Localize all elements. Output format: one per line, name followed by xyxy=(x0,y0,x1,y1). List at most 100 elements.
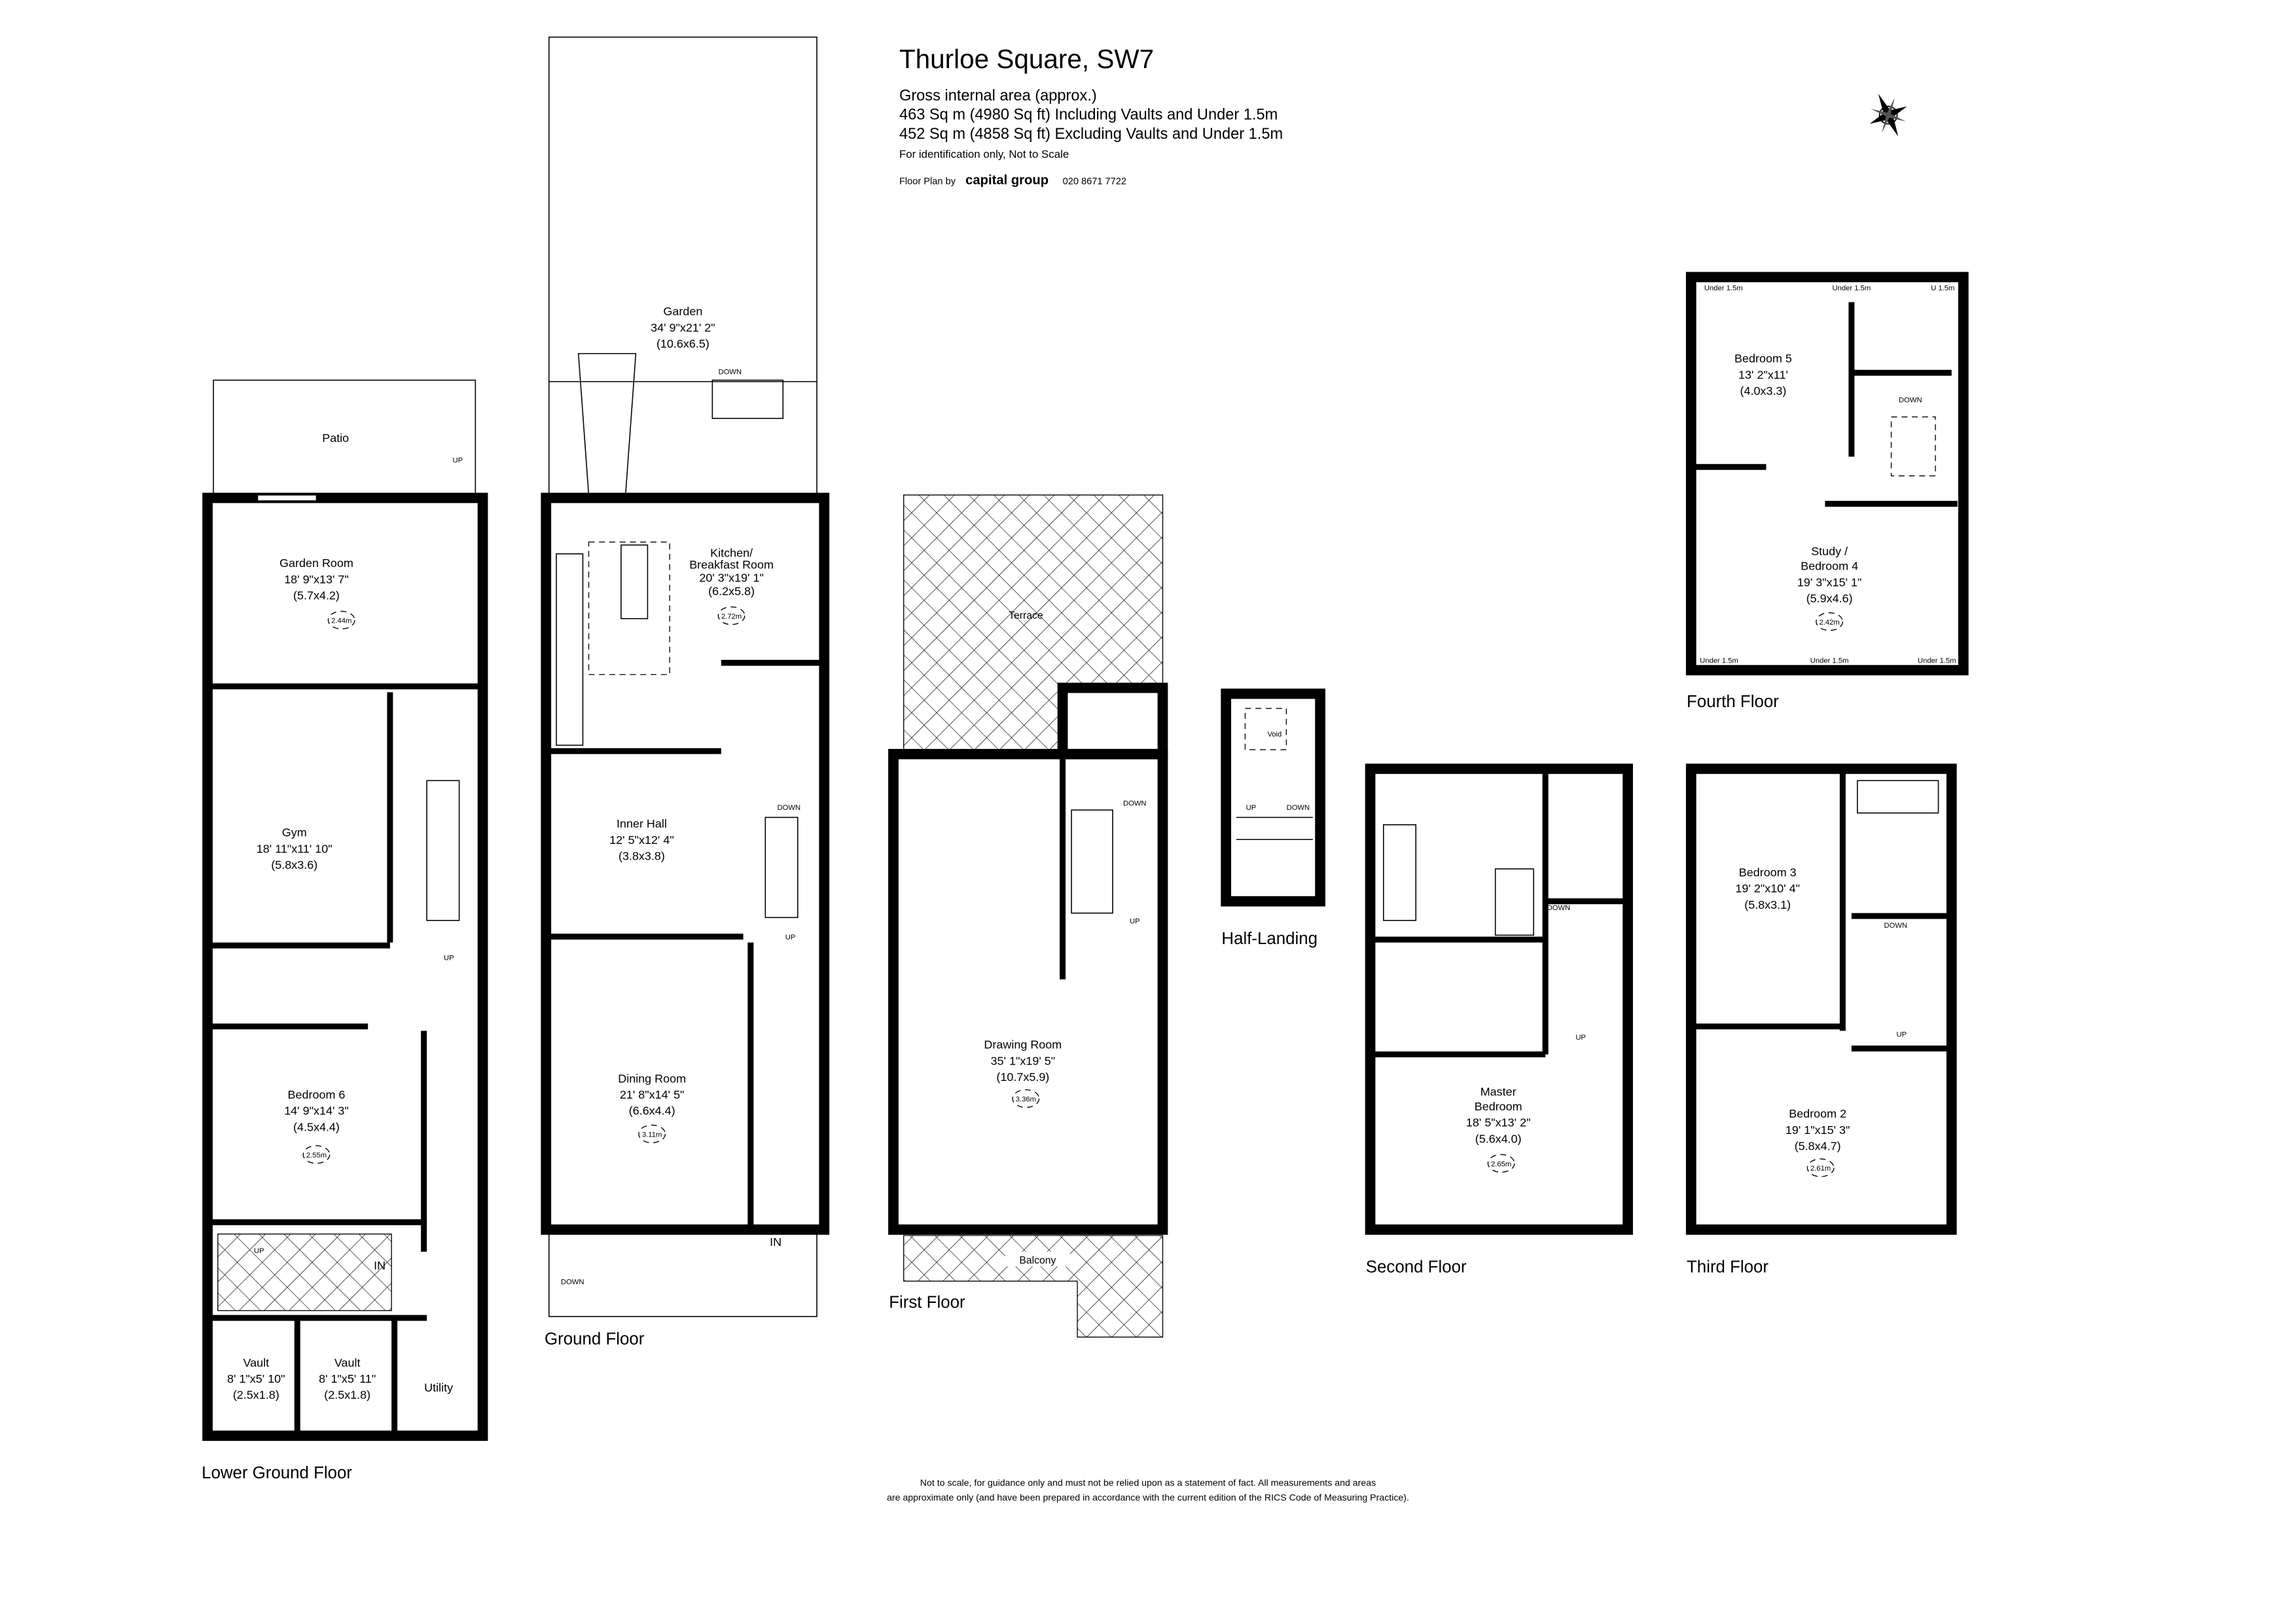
room-metric: (4.5x4.4) xyxy=(293,1120,340,1133)
under-height-label: Under 1.5m xyxy=(1918,657,1956,665)
stair-down-label: DOWN xyxy=(1287,804,1310,812)
room-metric: (2.5x1.8) xyxy=(233,1389,279,1402)
room-dimensions: 12' 5"x12' 4" xyxy=(609,833,674,847)
room-metric: (3.8x3.8) xyxy=(619,850,665,863)
room-dimensions: 21' 8"x14' 5" xyxy=(620,1088,685,1101)
floor-label: Half-Landing xyxy=(1221,930,1318,948)
phone-number: 020 8671 7722 xyxy=(1063,177,1127,187)
stair-up-label: UP xyxy=(1130,917,1140,925)
entrance-label: IN xyxy=(374,1259,386,1272)
room-name: Bedroom 3 xyxy=(1739,866,1797,879)
lower-ground-floor: Patio UP Garden Room 18' 9"x13' 7" (5.7x… xyxy=(202,379,488,1482)
room-dimensions: 8' 1"x5' 10" xyxy=(227,1372,285,1385)
room-dimensions: 14' 9"x14' 3" xyxy=(284,1104,349,1118)
stair-down-label: DOWN xyxy=(778,804,801,812)
stair-down-label: DOWN xyxy=(719,369,742,376)
area-heading: Gross internal area (approx.) xyxy=(899,87,1097,104)
under-height-label: Under 1.5m xyxy=(1700,657,1738,665)
fourth-floor: Under 1.5m Under 1.5m U 1.5m DOWN Bedroo… xyxy=(1685,272,1969,711)
entrance-label: IN xyxy=(770,1235,781,1249)
ground-floor: Garden 34' 9"x21' 2" (10.6x6.5) DOWN Kit… xyxy=(541,36,830,1349)
utility-label: Utility xyxy=(424,1381,453,1394)
header: Thurloe Square, SW7 Gross internal area … xyxy=(899,44,1283,188)
room-metric: (10.7x5.9) xyxy=(996,1070,1049,1084)
room-dimensions: 35' 1"x19' 5" xyxy=(991,1054,1056,1067)
ceiling-height: 2.61m xyxy=(1810,1165,1831,1173)
room-name: Garden xyxy=(663,305,702,318)
room-name: Study / xyxy=(1811,545,1848,558)
room-dimensions: 19' 3"x15' 1" xyxy=(1797,575,1862,589)
floor-label: Lower Ground Floor xyxy=(202,1464,352,1482)
stair-up-label: UP xyxy=(444,955,454,962)
disclaimer-line-1: Not to scale, for guidance only and must… xyxy=(920,1478,1376,1488)
room-metric: (5.7x4.2) xyxy=(293,589,340,602)
room-name: Bedroom xyxy=(1475,1100,1522,1113)
room-name: Master xyxy=(1480,1085,1516,1099)
stair-up-label: UP xyxy=(453,457,463,465)
area-excluding: 452 Sq m (4858 Sq ft) Excluding Vaults a… xyxy=(899,126,1283,143)
room-name: Vault xyxy=(243,1356,269,1369)
floor-label: First Floor xyxy=(889,1293,965,1311)
room-dimensions: 34' 9"x21' 2" xyxy=(651,321,715,334)
stair-down-label: DOWN xyxy=(561,1278,584,1286)
balcony-label: Balcony xyxy=(1019,1255,1056,1266)
room-dimensions: 13' 2"x11' xyxy=(1738,368,1788,381)
room-name: Bedroom 4 xyxy=(1801,560,1858,573)
room-dimensions: 19' 2"x10' 4" xyxy=(1735,882,1800,895)
area-including: 463 Sq m (4980 Sq ft) Including Vaults a… xyxy=(899,107,1278,124)
stair-up-label: UP xyxy=(1246,804,1257,812)
stair-down-label: DOWN xyxy=(1547,904,1571,912)
under-height-label: U 1.5m xyxy=(1931,284,1954,292)
ceiling-height: 2.44m xyxy=(331,617,351,625)
third-floor: DOWN UP Bedroom 3 19' 2"x10' 4" (5.8x3.1… xyxy=(1685,763,1957,1276)
stair-up-label: UP xyxy=(1575,1034,1586,1042)
patio-label: Patio xyxy=(322,431,349,445)
stair-down-label: DOWN xyxy=(1884,922,1908,930)
second-floor: DOWN UP Master Bedroom 18' 5"x13' 2" (5.… xyxy=(1365,763,1633,1276)
room-name: Bedroom 5 xyxy=(1734,352,1792,365)
stair-up-label: UP xyxy=(1897,1031,1907,1039)
terrace xyxy=(903,494,1164,752)
room-name: Bedroom 6 xyxy=(288,1088,346,1101)
room-dimensions: 19' 1"x15' 3" xyxy=(1785,1123,1850,1137)
stair-up-label: UP xyxy=(254,1247,264,1255)
floor-label: Second Floor xyxy=(1366,1258,1467,1276)
room-dimensions: 8' 1"x5' 11" xyxy=(319,1372,376,1385)
balcony xyxy=(903,1235,1164,1338)
terrace-label: Terrace xyxy=(1009,610,1043,621)
ceiling-height: 2.42m xyxy=(1820,619,1840,627)
stair-up-label: UP xyxy=(785,934,796,941)
room-metric: (5.8x3.6) xyxy=(271,858,317,871)
ceiling-height: 2.65m xyxy=(1491,1160,1511,1168)
room-dimensions: 18' 11"x11' 10" xyxy=(257,842,332,855)
room-name: Inner Hall xyxy=(617,817,667,830)
floor-label: Ground Floor xyxy=(545,1330,645,1349)
ceiling-height: 3.36m xyxy=(1016,1095,1036,1103)
room-metric: (6.2x5.8) xyxy=(708,585,755,598)
ceiling-height: 2.55m xyxy=(306,1152,327,1159)
half-landing: Void UP DOWN Half-Landing xyxy=(1221,688,1325,948)
under-height-label: Under 1.5m xyxy=(1704,284,1743,292)
plan-title: Thurloe Square, SW7 xyxy=(899,44,1154,74)
compass-rose-icon xyxy=(1869,94,1907,137)
floor-label: Fourth Floor xyxy=(1687,693,1779,711)
ceiling-height: 3.11m xyxy=(642,1131,662,1139)
room-metric: (5.9x4.6) xyxy=(1806,592,1853,605)
room-metric: (5.6x4.0) xyxy=(1475,1132,1522,1145)
scale-note: For identification only, Not to Scale xyxy=(899,148,1069,160)
room-metric: (4.0x3.3) xyxy=(1740,384,1787,397)
room-dimensions: 20' 3"x19' 1" xyxy=(699,572,764,585)
room-dimensions: 18' 9"x13' 7" xyxy=(284,573,349,586)
room-name: Dining Room xyxy=(618,1072,686,1085)
room-name: Drawing Room xyxy=(984,1038,1062,1051)
credit-prefix: Floor Plan by xyxy=(899,177,956,187)
first-floor: Terrace DOWN UP Drawing Room 35' 1"x19' … xyxy=(888,494,1168,1338)
room-name: Gym xyxy=(282,826,307,839)
garden-outline xyxy=(548,36,817,498)
under-height-label: Under 1.5m xyxy=(1833,284,1871,292)
stair-down-label: DOWN xyxy=(1899,396,1922,404)
ceiling-height: 2.72m xyxy=(721,613,742,621)
room-name: Bedroom 2 xyxy=(1789,1107,1846,1120)
room-name: Vault xyxy=(334,1356,361,1369)
